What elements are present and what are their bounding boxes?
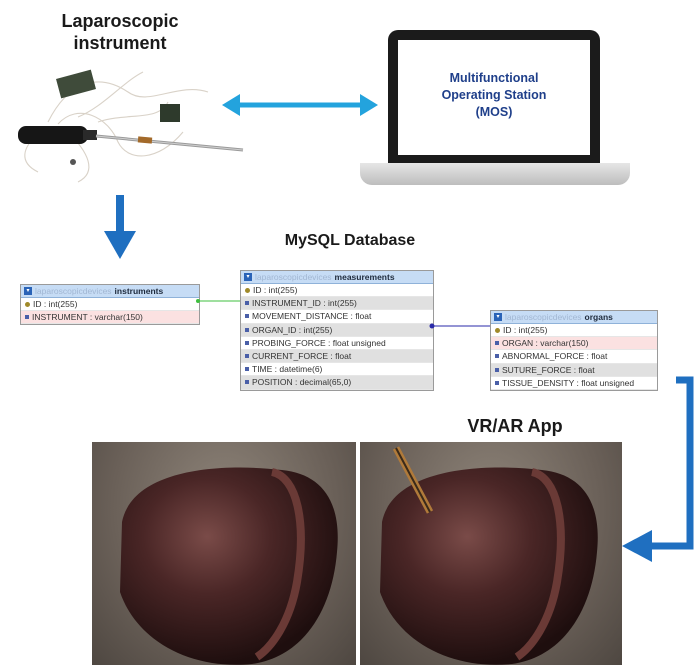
field-icon — [495, 380, 499, 385]
table-name: organs — [584, 312, 613, 322]
table-row: TIME : datetime(6) — [241, 363, 433, 377]
instrument-label: Laparoscopic instrument — [20, 10, 220, 54]
field-icon — [245, 340, 249, 345]
field-icon — [245, 314, 249, 319]
field-icon — [495, 367, 499, 372]
key-icon — [245, 287, 250, 293]
table-row: ID : int(255) — [21, 298, 199, 312]
table-row: ORGAN_ID : int(255) — [241, 323, 433, 337]
link-endpoint — [429, 323, 435, 329]
table-row: ID : int(255) — [491, 324, 657, 338]
organs-table: ▾ laparoscopicdevices organs ID : int(25… — [490, 310, 658, 391]
mos-line2: Operating Station — [441, 88, 547, 102]
table-icon: ▾ — [244, 273, 252, 281]
database-label: MySQL Database — [284, 232, 416, 249]
mos-line3: (MOS) — [475, 105, 513, 119]
field-icon — [245, 380, 249, 385]
key-icon — [25, 301, 30, 307]
field-icon — [245, 301, 249, 306]
key-icon — [495, 327, 500, 333]
table-name: instruments — [114, 286, 164, 296]
table-row: INSTRUMENT : varchar(150) — [21, 311, 199, 325]
vr-view-left — [92, 442, 356, 665]
table-row: CURRENT_FORCE : float — [241, 349, 433, 364]
measurements-table: ▾ laparoscopicdevices measurements ID : … — [240, 270, 434, 391]
instrument-label-line1: Laparoscopic — [61, 11, 179, 31]
instrument-label-line2: instrument — [73, 33, 167, 53]
table-icon: ▾ — [494, 313, 502, 321]
bracket-arrow — [622, 376, 694, 562]
table-row: SUTURE_FORCE : float — [491, 363, 657, 377]
app-label: VR/AR App — [467, 416, 563, 436]
field-icon — [245, 354, 249, 359]
table-row: MOVEMENT_DISTANCE : float — [241, 310, 433, 324]
table-row: INSTRUMENT_ID : int(255) — [241, 297, 433, 311]
measurements-table-header: ▾ laparoscopicdevices measurements — [241, 271, 433, 284]
table-db-name: laparoscopicdevices — [35, 286, 112, 296]
field-icon — [495, 341, 499, 346]
table-name: measurements — [334, 272, 395, 282]
table-row: PROBING_FORCE : float unsigned — [241, 337, 433, 350]
field-icon — [25, 315, 29, 320]
laptop-display — [398, 40, 590, 155]
mos-line1: Multifunctional — [449, 71, 539, 85]
table-row: TISSUE_DENSITY : float unsigned — [491, 377, 657, 390]
liver-model-right — [380, 446, 598, 665]
mos-label: Multifunctional Operating Station (MOS) — [398, 70, 590, 121]
laptop-base — [360, 163, 630, 185]
table-row: ID : int(255) — [241, 284, 433, 298]
relation-connectors — [196, 299, 490, 329]
field-icon — [245, 327, 249, 332]
instruments-table-header: ▾ laparoscopicdevices instruments — [21, 285, 199, 298]
liver-model-left — [120, 467, 338, 665]
field-icon — [495, 354, 499, 359]
bidirectional-arrow — [222, 94, 378, 116]
link-endpoint — [196, 299, 200, 303]
laparoscopic-instrument-image — [18, 69, 244, 183]
table-row: POSITION : decimal(65,0) — [241, 376, 433, 390]
table-db-name: laparoscopicdevices — [505, 312, 582, 322]
vr-view-right — [360, 442, 622, 665]
table-row: ORGAN : varchar(150) — [491, 337, 657, 351]
table-row: ABNORMAL_FORCE : float — [491, 350, 657, 364]
table-db-name: laparoscopicdevices — [255, 272, 332, 282]
instruments-table: ▾ laparoscopicdevices instruments ID : i… — [20, 284, 200, 326]
organs-table-header: ▾ laparoscopicdevices organs — [491, 311, 657, 324]
table-icon: ▾ — [24, 287, 32, 295]
field-icon — [245, 367, 249, 372]
down-arrow — [104, 195, 136, 259]
